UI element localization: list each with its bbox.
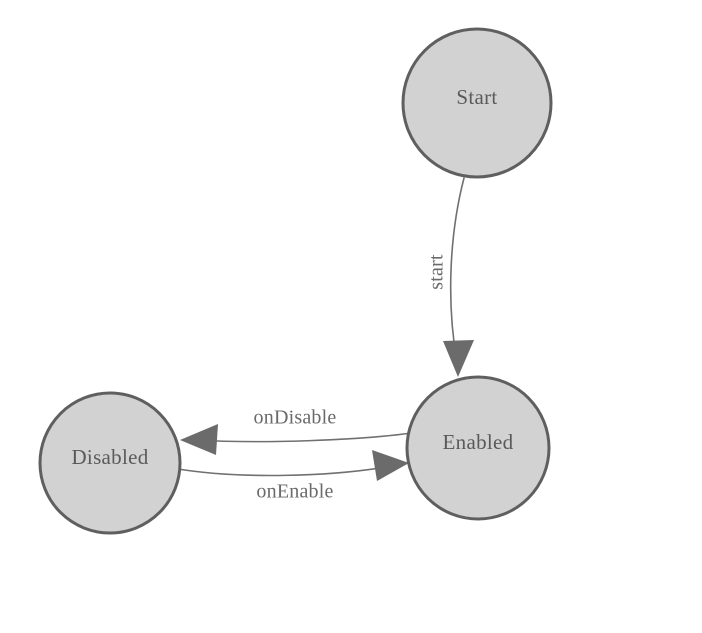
state-node-start-label: Start (456, 85, 497, 109)
state-node-enabled-circle (405, 375, 551, 521)
edge-start-to-enabled-arrowhead-icon (443, 340, 474, 377)
edge-disabled-to-enabled-path (177, 465, 393, 477)
state-node-start[interactable]: Start (401, 27, 553, 179)
state-node-enabled-label: Enabled (443, 430, 514, 454)
edge-label-onenable: onEnable (256, 481, 333, 503)
edge-disabled-to-enabled[interactable]: onEnable (177, 450, 409, 503)
state-node-disabled-circle (38, 391, 182, 535)
edge-start-to-enabled-path (449, 177, 465, 363)
state-node-start-circle (401, 27, 553, 179)
edge-enabled-to-disabled-arrowhead-icon (180, 424, 218, 455)
edge-label-start: start (426, 254, 448, 290)
edge-enabled-to-disabled-path (195, 432, 413, 443)
state-node-enabled[interactable]: Enabled (405, 375, 551, 521)
edge-disabled-to-enabled-arrowhead-icon (372, 450, 409, 481)
state-node-disabled[interactable]: Disabled (38, 391, 182, 535)
edge-start-to-enabled[interactable]: start (426, 177, 474, 377)
edge-enabled-to-disabled[interactable]: onDisable (180, 407, 413, 455)
state-node-disabled-label: Disabled (71, 445, 148, 469)
edge-label-ondisable: onDisable (254, 407, 337, 429)
